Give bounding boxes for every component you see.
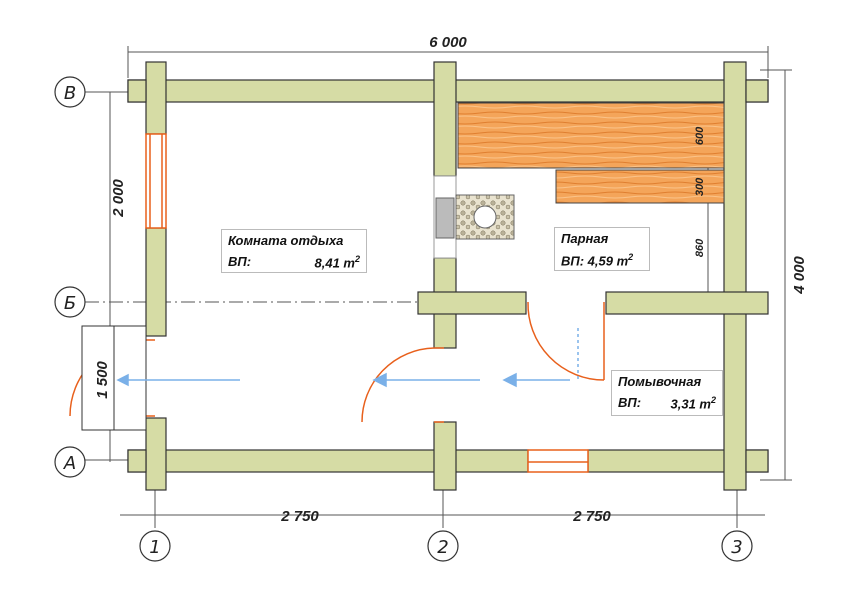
room-area-value-wash: 3,31 m bbox=[670, 396, 711, 412]
dim-bottom-left: 2 750 bbox=[280, 508, 319, 525]
dim-bottom-right: 2 750 bbox=[572, 508, 611, 525]
axis-bubbles bbox=[54, 76, 753, 562]
dim-right-total: 4 000 bbox=[791, 256, 808, 295]
benches bbox=[457, 102, 725, 204]
room-label-steam: Парная ВП: 4,59 m2 bbox=[554, 227, 650, 271]
dim-left-lower: 1 500 bbox=[94, 361, 111, 399]
axis-row-a: А bbox=[63, 453, 76, 474]
room-label-wash: Помывочная ВП: 3,31 m2 bbox=[611, 370, 723, 416]
dim-bench-lower: 300 bbox=[694, 177, 706, 196]
walls bbox=[127, 61, 769, 491]
porch-steps bbox=[81, 325, 147, 431]
room-name-rest: Комната отдыха bbox=[228, 233, 344, 248]
axis-col-1: 1 bbox=[149, 537, 160, 558]
room-area-label-steam: ВП: 4,59 m bbox=[561, 253, 629, 269]
dim-top-total: 6 000 bbox=[429, 34, 467, 51]
stove bbox=[433, 175, 515, 259]
dim-left-upper: 2 000 bbox=[110, 179, 127, 218]
room-area-label-wash: ВП: bbox=[618, 395, 642, 410]
room-area-sup-wash: 2 bbox=[710, 395, 716, 405]
room-area-value-rest: 8,41 m bbox=[314, 255, 355, 271]
axis-col-3: 3 bbox=[731, 537, 742, 558]
room-name-wash: Помывочная bbox=[618, 374, 702, 389]
room-label-rest: Комната отдыха ВП: 8,41 m2 bbox=[221, 229, 367, 273]
axis-row-b: Б bbox=[64, 293, 76, 314]
room-name-steam: Парная bbox=[561, 231, 609, 246]
room-area-sup-rest: 2 bbox=[354, 254, 360, 264]
windows bbox=[145, 133, 589, 473]
room-area-sup-steam: 2 bbox=[628, 252, 634, 262]
dim-bench-height: 860 bbox=[694, 238, 706, 257]
axis-col-2: 2 bbox=[437, 537, 448, 558]
path-arrows bbox=[116, 328, 579, 388]
dim-bench-upper: 600 bbox=[694, 126, 706, 145]
room-area-label-rest: ВП: bbox=[228, 254, 252, 269]
axis-row-v: В bbox=[64, 83, 76, 104]
